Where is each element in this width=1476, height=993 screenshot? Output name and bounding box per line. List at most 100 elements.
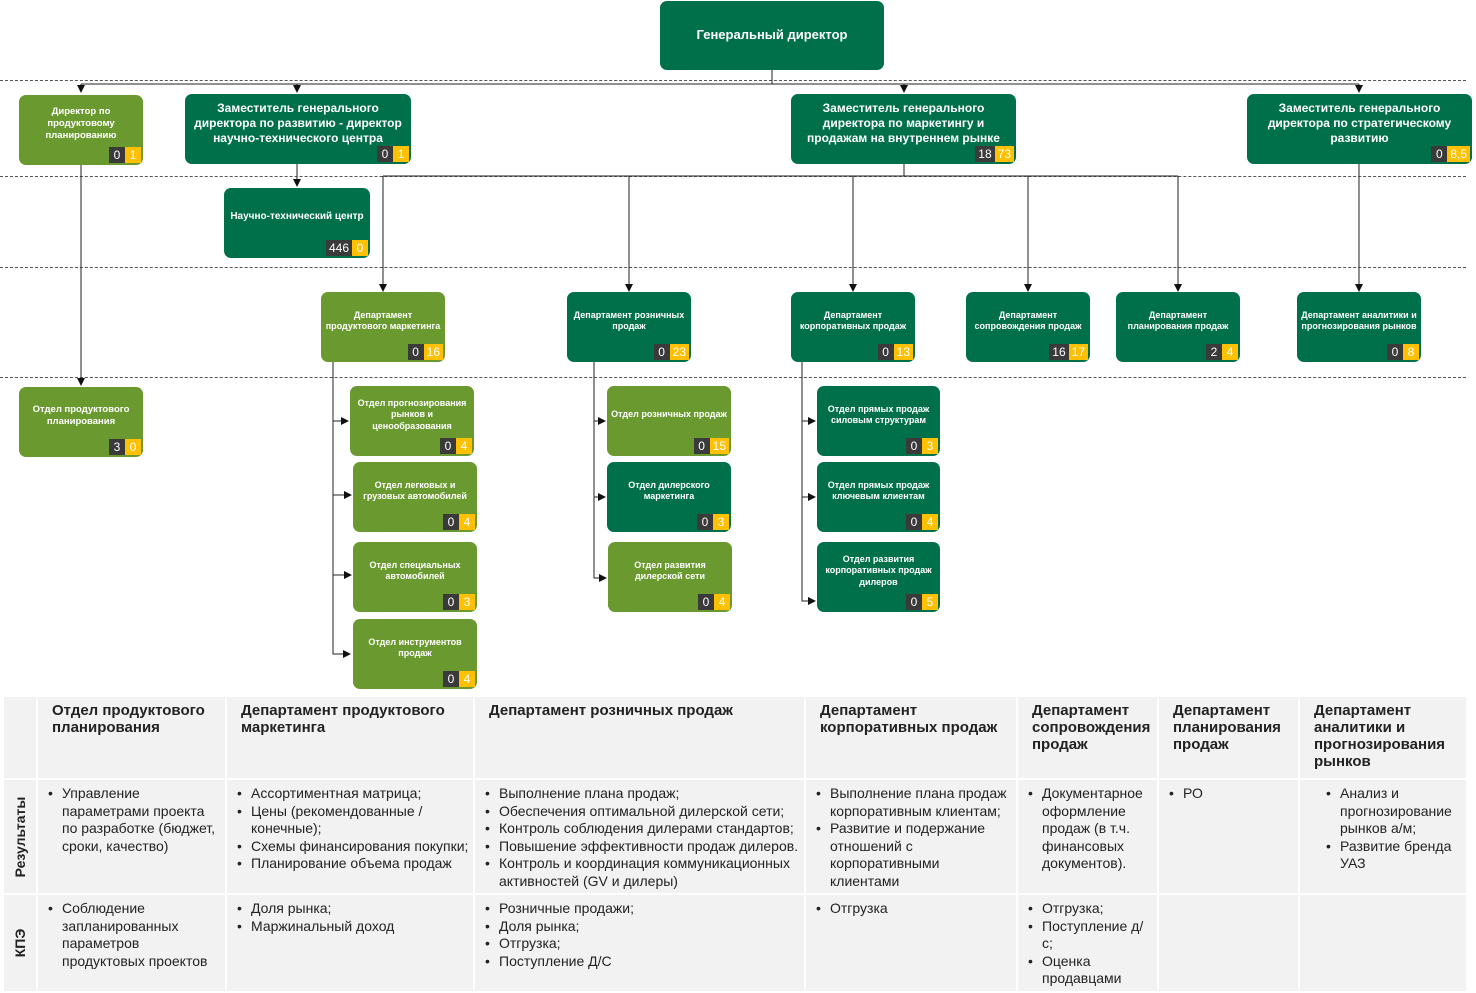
box-title: Отдел прямых продаж силовым структурам xyxy=(827,403,930,425)
bullet-item: Развитие бренда УАЗ xyxy=(1326,838,1462,873)
table-header-row: Отдел продуктового планирования Департам… xyxy=(2,695,1468,780)
headcount-badge: 0 xyxy=(1387,344,1403,360)
bullet-item: Документарное оформление продаж (в т.ч. … xyxy=(1028,785,1153,873)
corner-cell xyxy=(2,695,38,780)
bullet-list: Отгрузка;Поступление д/с;Оценка продавца… xyxy=(1028,900,1153,988)
bullet-item: Планирование объема продаж xyxy=(237,855,469,873)
vacancy-badge: 3 xyxy=(459,594,475,610)
bullet-list: Отгрузка xyxy=(816,900,1012,918)
column-header: Департамент планирования продаж xyxy=(1157,695,1300,780)
bullet-item: Поступление Д/С xyxy=(485,953,800,971)
vacancy-badge: 4 xyxy=(459,514,475,530)
vacancy-badge: 23 xyxy=(669,344,689,360)
connector-lines xyxy=(77,70,1363,658)
kpi-row: КПЭ Соблюдение запланированных параметро… xyxy=(2,893,1468,993)
deputy-strategy-box[interactable]: Заместитель генерального директора по ст… xyxy=(1247,94,1472,164)
vacancy-badge: 15 xyxy=(709,438,729,454)
box-title: Отдел инструментов продаж xyxy=(368,636,462,658)
box-title: Департамент планирования продаж xyxy=(1127,309,1229,331)
bullet-item: Цены (рекомендованные / конечные); xyxy=(237,803,469,838)
headcount-badge: 2 xyxy=(1206,344,1222,360)
unit-power-structures-box[interactable]: Отдел прямых продаж силовым структурам 0… xyxy=(817,386,940,456)
bullet-item: Управление параметрами проекта по разраб… xyxy=(48,785,221,855)
ceo-box[interactable]: Генеральный директор xyxy=(660,1,884,70)
box-title: Департамент сопровождения продаж xyxy=(974,309,1082,331)
headcount-badge: 0 xyxy=(443,514,459,530)
bullet-item: Доля рынка; xyxy=(485,918,800,936)
vacancy-badge: 16 xyxy=(423,344,443,360)
headcount-badge: 0 xyxy=(440,438,456,454)
box-title: Департамент корпоративных продаж xyxy=(799,309,907,331)
headcount-badge: 0 xyxy=(109,147,125,163)
bullet-item: Розничные продажи; xyxy=(485,900,800,918)
results-cell: Ассортиментная матрица;Цены (рекомендова… xyxy=(225,778,475,895)
bullet-item: Отгрузка; xyxy=(485,935,800,953)
results-cell: Анализ и прогнозирование рынков а/м;Разв… xyxy=(1298,778,1468,895)
vacancy-badge: 4 xyxy=(1222,344,1238,360)
bullet-item: Развитие и подержание отношений с корпор… xyxy=(816,820,1012,890)
bullet-item: Отгрузка xyxy=(816,900,1012,918)
headcount-badge: 0 xyxy=(697,514,713,530)
vacancy-badge: 4 xyxy=(459,671,475,687)
bullet-item: Поступление д/с; xyxy=(1028,918,1153,953)
results-row: Результаты Управление параметрами проект… xyxy=(2,778,1468,895)
bullet-list: Выполнение плана продаж;Обеспечения опти… xyxy=(485,785,800,890)
bullet-list: Соблюдение запланированных параметров пр… xyxy=(48,900,221,970)
headcount-badge: 3 xyxy=(109,439,125,455)
vacancy-badge: 1 xyxy=(125,147,141,163)
box-title: Департамент розничных продаж xyxy=(573,309,685,331)
vacancy-badge: 1 xyxy=(393,146,409,162)
kpi-cell xyxy=(1298,893,1468,993)
vacancy-badge: 13 xyxy=(893,344,913,360)
bullet-list: Документарное оформление продаж (в т.ч. … xyxy=(1028,785,1153,873)
box-title: Заместитель генерального директора по ма… xyxy=(807,100,1000,145)
deputy-marketing-box[interactable]: Заместитель генерального директора по ма… xyxy=(791,94,1016,164)
unit-corporate-dealers-box[interactable]: Отдел развития корпоративных продаж диле… xyxy=(817,542,940,612)
bullet-item: Выполнение плана продаж; xyxy=(485,785,800,803)
results-cell: Документарное оформление продаж (в т.ч. … xyxy=(1016,778,1159,895)
box-title: Отдел легковых и грузовых автомобилей xyxy=(363,479,467,501)
level-separator xyxy=(0,377,1466,378)
bullet-item: Схемы финансирования покупки; xyxy=(237,838,469,856)
column-header: Департамент розничных продаж xyxy=(473,695,806,780)
org-chart: Генеральный директор Директор по продукт… xyxy=(0,1,1472,689)
unit-forecast-box[interactable]: Отдел прогнозирования рынков и ценообраз… xyxy=(350,386,474,456)
headcount-badge: 0 xyxy=(906,438,922,454)
column-header: Департамент продуктового маркетинга xyxy=(225,695,475,780)
headcount-badge: 0 xyxy=(377,146,393,162)
headcount-badge: 0 xyxy=(653,344,670,360)
bullet-list: Ассортиментная матрица;Цены (рекомендова… xyxy=(237,785,469,873)
box-title: Директор по продуктовому планированию xyxy=(45,106,117,141)
vacancy-badge: 0 xyxy=(352,240,368,256)
vacancy-badge: 0 xyxy=(125,439,141,455)
results-cell: Выполнение плана продаж корпоративным кл… xyxy=(804,778,1018,895)
kpi-cell: Доля рынка;Маржинальный доход xyxy=(225,893,475,993)
box-title: Отдел продуктового планирования xyxy=(32,404,130,427)
row-label: КПЭ xyxy=(2,893,38,993)
vacancy-badge: 5 xyxy=(922,594,938,610)
box-title: Научно-технический центр xyxy=(230,210,364,222)
bullet-item: Повышение эффективности продаж дилеров. xyxy=(485,838,800,856)
vacancy-badge: 73 xyxy=(994,146,1014,162)
deputy-development-box[interactable]: Заместитель генерального директора по ра… xyxy=(185,94,411,164)
row-label: Результаты xyxy=(2,778,38,895)
bullet-item: Контроль и координация коммуникационных … xyxy=(485,855,800,890)
vacancy-badge: 8,5 xyxy=(1447,146,1470,162)
bullet-list: Розничные продажи;Доля рынка;Отгрузка;По… xyxy=(485,900,800,970)
dept-analytics-box[interactable]: Департамент аналитики и прогнозирования … xyxy=(1297,292,1421,362)
